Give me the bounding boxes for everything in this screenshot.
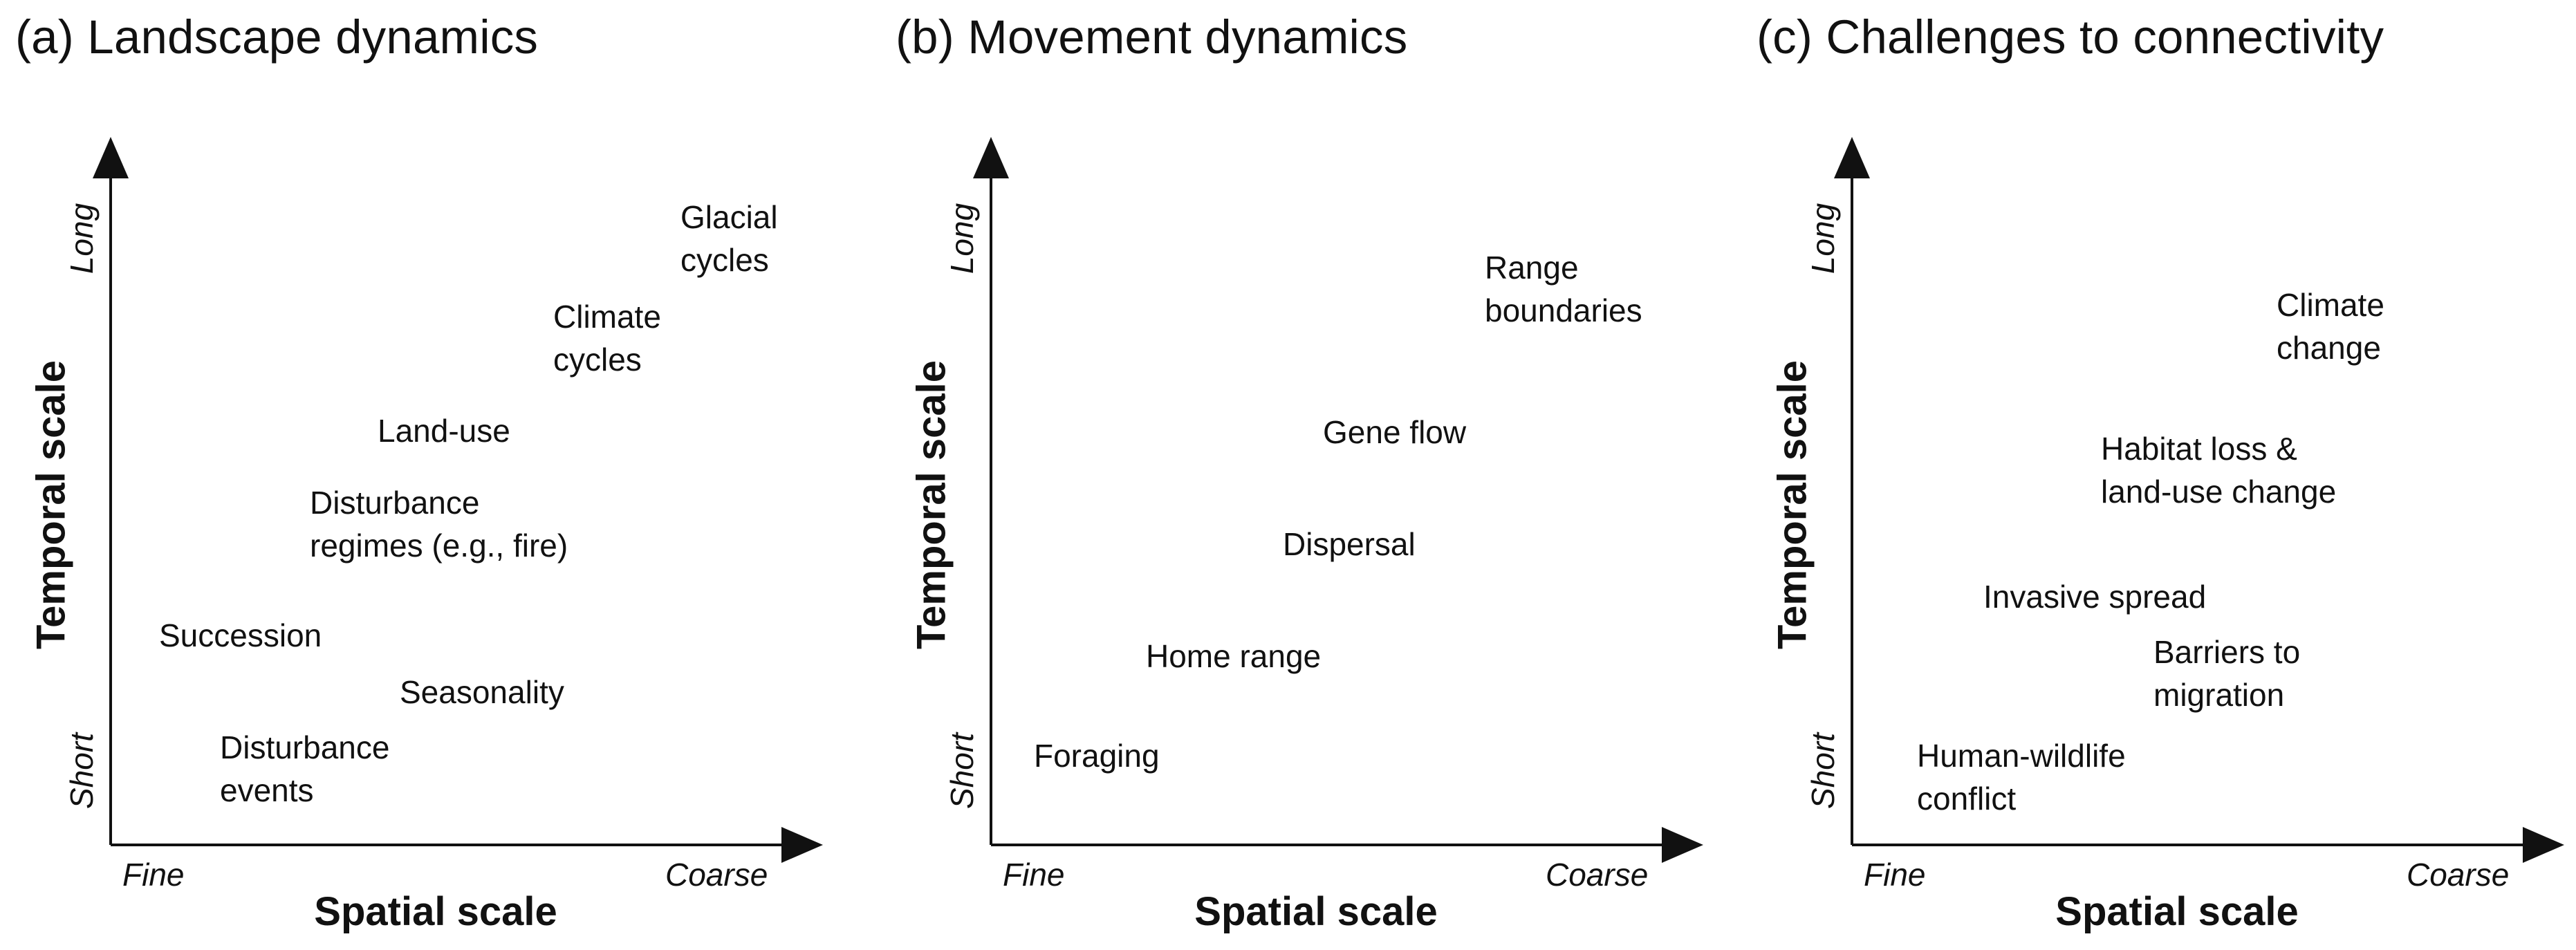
item-land-use: Land-use — [378, 413, 510, 449]
x-tick-coarse: Coarse — [2407, 857, 2510, 893]
item-glacial-cycles: Glacial cycles — [680, 199, 778, 278]
item-disturbance-events: Disturbance events — [220, 729, 390, 808]
y-axis-label: Temporal scale — [909, 360, 954, 650]
panel-title: (c) Challenges to connectivity — [1757, 10, 2384, 64]
y-axis-label: Temporal scale — [28, 360, 74, 650]
y-tick-short: Short — [944, 733, 980, 809]
x-tick-fine: Fine — [122, 857, 185, 893]
x-axis-label: Spatial scale — [314, 889, 557, 934]
item-dispersal: Dispersal — [1283, 526, 1416, 562]
item-climate-cycles: Climate cycles — [553, 299, 661, 378]
item-foraging: Foraging — [1034, 738, 1160, 774]
y-tick-short: Short — [1805, 733, 1841, 809]
item-habitat-loss: Habitat loss & land-use change — [2101, 431, 2337, 510]
y-axis-label: Temporal scale — [1770, 360, 1815, 650]
x-axis-label: Spatial scale — [1194, 889, 1438, 934]
item-range-boundaries: Range boundaries — [1485, 250, 1642, 328]
item-human-wildlife-conflict: Human-wildlife conflict — [1917, 738, 2126, 817]
axes — [1834, 137, 2564, 863]
axes — [973, 137, 1703, 863]
x-tick-coarse: Coarse — [665, 857, 768, 893]
item-gene-flow: Gene flow — [1323, 414, 1467, 450]
panel-challenges-to-connectivity: (c) Challenges to connectivity Temporal … — [1757, 0, 2576, 950]
panel-title: (b) Movement dynamics — [896, 10, 1408, 64]
x-tick-fine: Fine — [1003, 857, 1065, 893]
item-invasive-spread: Invasive spread — [1983, 579, 2207, 615]
y-tick-long: Long — [64, 203, 100, 274]
item-seasonality: Seasonality — [400, 674, 564, 710]
item-barriers-to-migration: Barriers to migration — [2153, 634, 2301, 713]
panel-movement-dynamics: (b) Movement dynamics Temporal scale Lon… — [896, 0, 1753, 950]
x-axis-label: Spatial scale — [2055, 889, 2299, 934]
y-tick-long: Long — [944, 203, 980, 274]
item-disturbance-regimes: Disturbance regimes (e.g., fire) — [310, 485, 568, 564]
panel-title: (a) Landscape dynamics — [15, 10, 539, 64]
x-tick-fine: Fine — [1864, 857, 1926, 893]
x-tick-coarse: Coarse — [1546, 857, 1649, 893]
item-succession: Succession — [159, 617, 322, 653]
panel-landscape-dynamics: (a) Landscape dynamics Temporal scale Lo… — [15, 0, 873, 950]
y-tick-short: Short — [64, 733, 100, 809]
axes — [93, 137, 823, 863]
item-climate-change: Climate change — [2277, 287, 2384, 366]
y-tick-long: Long — [1805, 203, 1841, 274]
item-home-range: Home range — [1146, 638, 1322, 674]
